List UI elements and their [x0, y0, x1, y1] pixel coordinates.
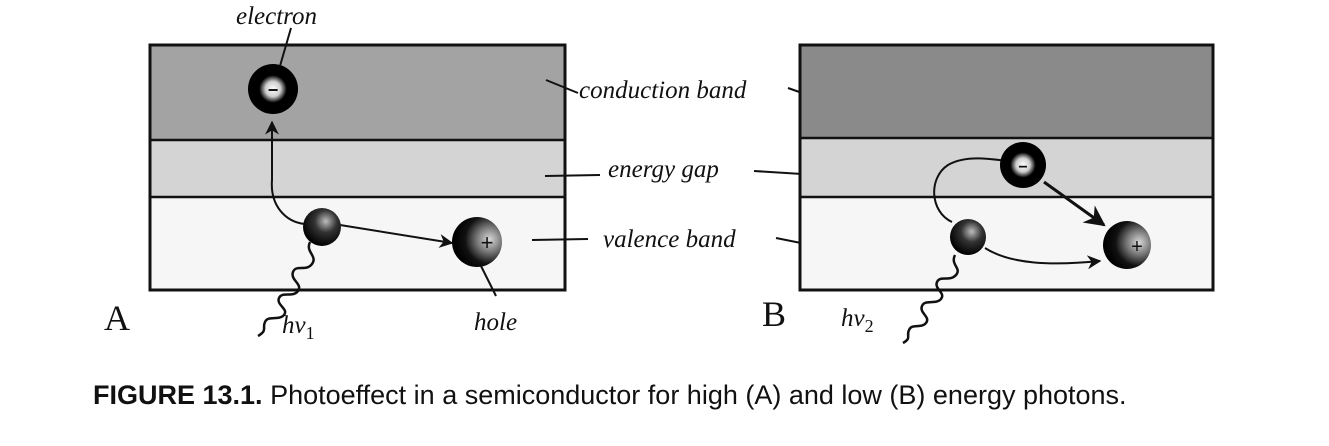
hole-sign-b: +: [1131, 236, 1143, 258]
energy-gap-label: energy gap: [608, 156, 719, 183]
panel-a-frame: [148, 43, 567, 292]
panel-b: − + hν2 B: [762, 43, 1215, 345]
excitation-arrow-b: [933, 153, 1020, 223]
energy-gap-a: [150, 140, 565, 197]
conduction-band-a: [150, 45, 565, 140]
atom-a: [303, 208, 341, 246]
valence-band-a: [150, 197, 565, 290]
recombination-arrow-b: [1043, 180, 1106, 227]
panel-a-letter: A: [104, 298, 130, 338]
excitation-arrow-a: [265, 120, 306, 225]
conduction-band-label: conduction band: [579, 77, 747, 104]
valence-band-b: [800, 197, 1213, 290]
photon-label-b: hν2: [841, 305, 874, 336]
hole-arrow-a: [339, 224, 454, 248]
hole-arrow-b: [984, 247, 1102, 270]
atom-b: [950, 219, 986, 255]
caption-text: Photoeffect in a semiconductor for high …: [270, 380, 1127, 410]
electron-particle-a: [248, 64, 298, 114]
hole-sign-a: +: [481, 230, 494, 255]
valence-band-label: valence band: [603, 226, 736, 253]
electron-label: electron: [236, 3, 317, 30]
hole-label: hole: [474, 309, 517, 336]
hole-particle-a: [452, 217, 502, 267]
panel-a: − + electron hole hν1 A: [104, 3, 567, 343]
photon-wave-a: [257, 241, 315, 338]
band-labels: conduction band energy gap valence band: [531, 77, 827, 253]
electron-sign-a: −: [268, 80, 279, 100]
panel-b-frame: [798, 43, 1215, 292]
photon-label-a: hν1: [282, 312, 315, 343]
hole-particle-b: [1103, 221, 1151, 269]
conduction-band-b: [800, 45, 1213, 138]
photon-wave-b: [902, 254, 959, 345]
electron-sign-b: −: [1018, 159, 1027, 176]
electron-particle-b: [1000, 142, 1046, 188]
panel-b-letter: B: [762, 294, 786, 334]
figure-number: FIGURE 13.1.: [93, 380, 263, 410]
figure-caption: FIGURE 13.1. Photoeffect in a semiconduc…: [93, 380, 1127, 411]
